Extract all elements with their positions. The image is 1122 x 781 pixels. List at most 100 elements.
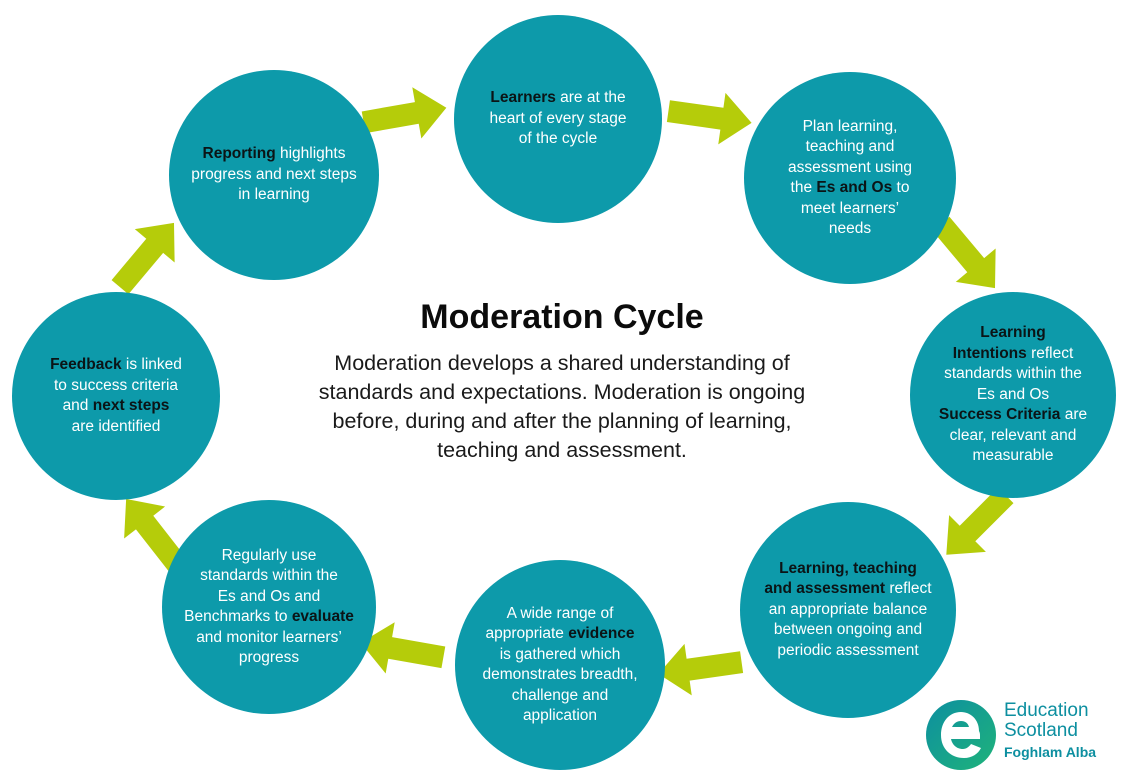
node-text-emphasis: Learning, teaching [779,559,917,577]
node-text-emphasis: evidence [568,625,635,642]
node-text-run: demonstrates breadth, [482,666,638,683]
node-text-run: to [892,179,910,196]
node-text-run: of the cycle [518,130,598,148]
node-text-line: the Es and Os to [788,178,912,199]
node-text-run: Es and Os [976,385,1050,403]
node-text-line: and next steps [50,396,182,417]
node-text-line: challenge and [482,686,637,707]
node-text-run: standards within the [944,365,1082,383]
node-text-run: in learning [238,186,310,204]
cycle-arrow-1 [666,92,752,145]
node-text-line: Intentions reflect [939,344,1087,365]
node-text-line: application [482,706,637,727]
node-text-line: Success Criteria are [939,405,1087,426]
node-text-line: measurable [939,446,1087,467]
cycle-arrow-2 [932,216,996,289]
node-text-line: Reporting highlights [191,144,356,165]
node-text-emphasis: Feedback [50,356,122,373]
node-text-emphasis: Intentions [952,344,1027,362]
node-text-run: challenge and [511,686,609,704]
node-text-run: standards within the [200,567,338,584]
node-text-line: Learners are at the [490,88,627,109]
node-text-run: an appropriate balance [768,600,928,618]
cycle-arrow-8 [361,87,447,139]
node-text-run: A wide range of [506,604,614,622]
node-text-line: needs [788,219,912,240]
node-text-line: teaching and [788,137,912,158]
node-text-line: of the cycle [490,129,627,150]
education-scotland-logo: Education Scotland Foghlam Alba [924,694,1114,774]
node-text-line: to success criteria [50,376,182,397]
node-text-line: demonstrates breadth, [482,665,637,686]
node-text-line: are identified [50,417,182,438]
logo-line-education: Education [1004,700,1089,721]
node-text-run: meet learners’ [800,199,900,217]
node-text-emphasis: Learners [490,89,556,107]
node-text-line: A wide range of [482,604,637,625]
node-text-run: needs [828,220,872,237]
node-text-run: heart of every stage [489,109,627,127]
node-text-line: standards within the [184,566,354,587]
node-text-run: clear, relevant and [949,426,1077,444]
node-evidence: A wide range of appropriate evidence is ga… [455,560,665,770]
node-text-line: Es and Os and [184,587,354,608]
cycle-arrow-6 [124,498,187,572]
node-text-emphasis: Learning [980,324,1046,342]
node-text-line: progress [184,648,354,669]
cycle-arrow-3 [946,487,1014,555]
node-text-line: clear, relevant and [939,426,1087,447]
node-text-run: assessment using [787,158,913,176]
node-text-emphasis: evaluate [291,608,354,625]
node-text-line: Plan learning, [788,117,912,138]
cycle-arrow-7 [111,222,175,295]
node-text-run: are identified [71,417,161,435]
node-text-line: meet learners’ [788,199,912,220]
education-scotland-e-mark-icon [926,700,996,770]
node-text-emphasis: Es and Os [816,179,893,196]
node-text-run: reflect [1026,344,1074,362]
node-text-run: are at the [555,89,626,107]
cycle-arrow-4 [658,643,744,696]
node-text-run: to success criteria [53,376,179,394]
node-evaluate: Regularly use standards within the Es and … [162,500,376,714]
node-text-run: Plan learning, [802,117,898,135]
node-text-line: Feedback is linked [50,355,182,376]
node-text-run: the [790,179,817,196]
diagram-title: Moderation Cycle [420,298,704,336]
node-text: Regularly use standards within the Es and … [184,546,354,669]
node-text-line: is gathered which [482,645,637,666]
node-text-run: periodic assessment [777,641,919,659]
node-text-line: Regularly use [184,546,354,567]
node-text-line: periodic assessment [764,641,931,662]
node-text-run: progress and next steps [191,165,357,183]
node-text-line: Learning [939,323,1087,344]
node-text-line: an appropriate balance [764,600,931,621]
cycle-arrow-5 [360,622,446,674]
node-text-line: and monitor learners’ [184,628,354,649]
node-text-line: Es and Os [939,385,1087,406]
logo-line-scotland: Scotland [1004,720,1078,741]
node-text-run: application [522,707,598,724]
node-text-line: assessment using [788,158,912,179]
node-text-emphasis: Reporting [202,145,276,163]
logo-line-foghlam-alba: Foghlam Alba [1004,744,1097,760]
node-text-line: Benchmarks to evaluate [184,607,354,628]
node-text-emphasis: next steps [92,397,170,414]
node-text-run: is gathered which [499,645,621,663]
node-text-line: standards within the [939,364,1087,385]
node-text-run: measurable [972,447,1054,465]
node-text-run: Regularly use [221,546,317,564]
node-text-run: appropriate [485,625,569,642]
